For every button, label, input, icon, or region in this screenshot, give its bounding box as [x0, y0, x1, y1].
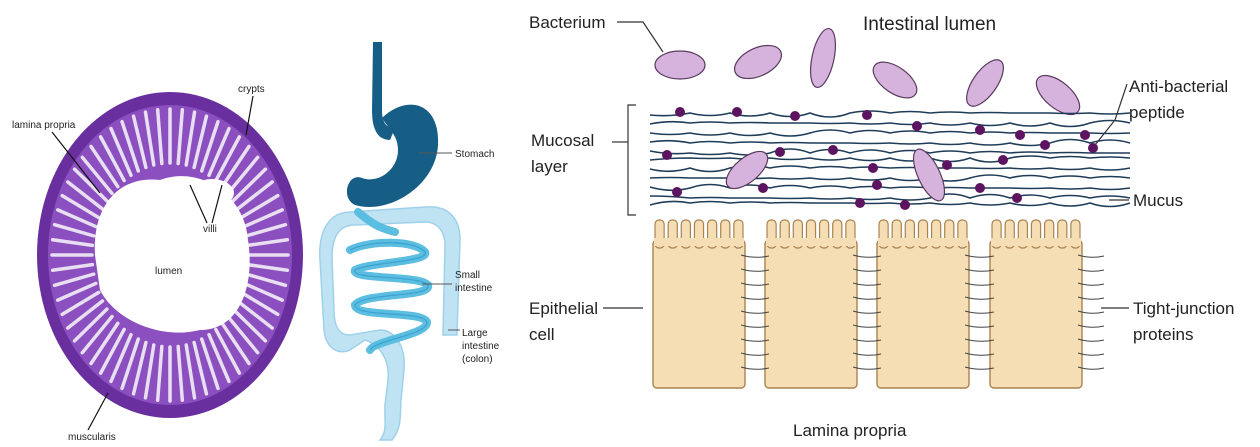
tight-junction-label-1: Tight-junction: [1133, 299, 1234, 318]
bacterium: [729, 39, 786, 86]
intestine-cross-section: crypts lamina propria villi lumen muscul…: [0, 0, 310, 447]
epithelial-label-2: cell: [529, 325, 555, 344]
peptide-dot: [975, 125, 985, 135]
epithelial-label-1: Epithelial: [529, 299, 598, 318]
peptide-dot: [975, 183, 985, 193]
stomach: [347, 105, 438, 207]
peptide-dot: [1040, 140, 1050, 150]
epithelial-cell: [990, 220, 1082, 388]
bacterium-label: Bacterium: [529, 13, 606, 32]
large-intestine-label-3: (colon): [462, 354, 493, 365]
large-intestine-label-1: Large: [462, 328, 488, 339]
tight-junction-label-2: proteins: [1133, 325, 1193, 344]
mucus-fiber: [650, 111, 1130, 117]
digestive-anatomy-panel: Stomach Small intestine Large intestine …: [310, 0, 525, 447]
epithelial-cell: [653, 220, 745, 388]
small-intestine-label-1: Small: [455, 270, 480, 281]
large-intestine-label-2: intestine: [462, 341, 500, 352]
peptide-dot: [775, 147, 785, 157]
mucus-fiber: [650, 201, 1130, 206]
bacterium: [806, 26, 840, 89]
lumen-extension: [190, 179, 234, 207]
peptide-dot: [1012, 193, 1022, 203]
mucus-fiber: [650, 185, 1130, 191]
peptide-dot: [675, 107, 685, 117]
epithelial-cell: [765, 220, 857, 388]
peptide-dot: [1088, 143, 1098, 153]
muscularis-pointer: [88, 393, 108, 430]
peptide-dot: [790, 111, 800, 121]
peptide-dot: [900, 200, 910, 210]
peptide-dot: [1080, 130, 1090, 140]
epithelial-cell: [877, 220, 969, 388]
peptide-dot: [868, 163, 878, 173]
peptide-dot: [855, 198, 865, 208]
peptide-dot: [672, 187, 682, 197]
crypts-label: crypts: [238, 84, 265, 95]
peptide-dot: [872, 180, 882, 190]
mucus-fiber: [650, 121, 1130, 127]
mucus-label: Mucus: [1133, 191, 1183, 210]
lamina-propria-label: Lamina propria: [793, 421, 907, 440]
mucus-fiber: [650, 156, 1130, 162]
peptide-dot: [732, 107, 742, 117]
mucus-fiber: [650, 175, 1130, 181]
lumen-label: lumen: [155, 266, 182, 277]
mucus-fiber: [650, 149, 1130, 155]
mucus-fiber: [650, 130, 1130, 136]
peptide-dot: [862, 110, 872, 120]
mucosal-label-1: Mucosal: [531, 131, 594, 150]
peptide-dot: [998, 155, 1008, 165]
muscularis-label: muscularis: [68, 432, 116, 443]
mucus-fiber: [650, 140, 1130, 146]
peptide-dot: [828, 145, 838, 155]
bacterium: [655, 51, 705, 79]
bacterium-pointer: [617, 22, 663, 52]
lumen-bacteria: [655, 26, 1086, 121]
stomach-label: Stomach: [455, 149, 494, 160]
histology-panel: crypts lamina propria villi lumen muscul…: [0, 0, 310, 447]
peptide-dot: [662, 150, 672, 160]
peptide-dot: [942, 160, 952, 170]
bacterium: [960, 54, 1011, 112]
mucosal-barrier-diagram: Bacterium Intestinal lumen Mucosal layer: [525, 0, 1260, 447]
lamina-propria-label: lamina propria: [12, 120, 76, 131]
mucus-fiber: [650, 166, 1130, 172]
peptide-dot: [1015, 130, 1025, 140]
mucosal-label-2: layer: [531, 157, 568, 176]
bacterium: [907, 145, 951, 205]
digestive-tract-illustration: Stomach Small intestine Large intestine …: [310, 0, 525, 447]
mucosal-barrier-panel: Bacterium Intestinal lumen Mucosal layer: [525, 0, 1260, 447]
villi-label: villi: [203, 224, 217, 235]
bacterium: [867, 55, 923, 105]
anti-bacterial-label-2: peptide: [1129, 103, 1185, 122]
peptide-dot: [912, 121, 922, 131]
mucosal-bracket: [628, 105, 636, 215]
small-intestine-label-2: intestine: [455, 283, 493, 294]
peptide-dot: [758, 183, 768, 193]
mucus-fiber: [650, 194, 1130, 200]
anti-bacterial-label-1: Anti-bacterial: [1129, 77, 1228, 96]
epithelium: [653, 220, 1104, 388]
mucus-fibers: [650, 111, 1130, 207]
intestinal-lumen-label: Intestinal lumen: [863, 14, 996, 35]
